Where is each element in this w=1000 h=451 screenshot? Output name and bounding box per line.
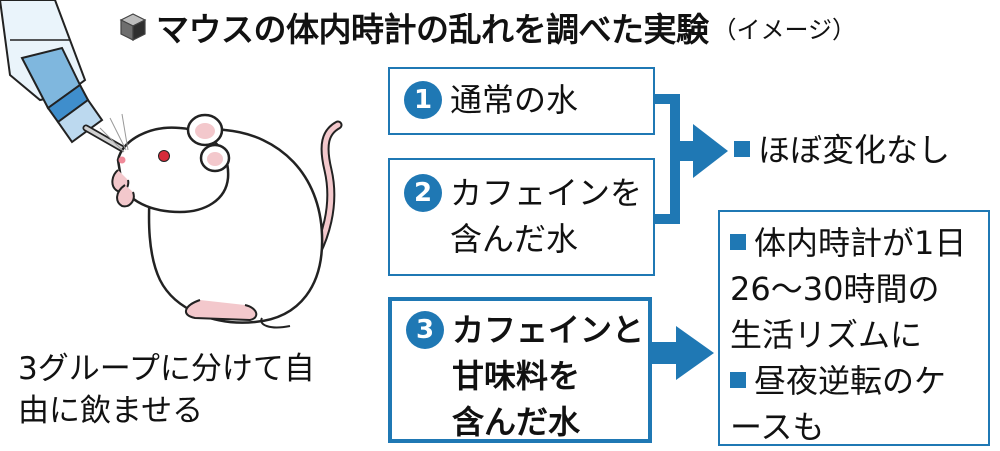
caption-line: 由に飲ませる xyxy=(18,393,204,429)
bullet-square-icon xyxy=(730,234,746,250)
title-main: マウスの体内時計の乱れを調べた実験 xyxy=(156,10,709,49)
result-3-item-2: 昼夜逆転のケ ースも xyxy=(730,362,947,446)
diagram-title: マウスの体内時計の乱れを調べた実験 （イメージ） xyxy=(118,4,856,50)
caption: 3グループに分けて自 由に飲ませる xyxy=(18,348,373,432)
group-1-box: 1 通常の水 xyxy=(388,67,655,135)
arrow-right-icon xyxy=(693,124,728,178)
group-2-number: 2 xyxy=(404,174,442,212)
group-1-number: 1 xyxy=(404,81,442,119)
result-3-item-1: 体内時計が1日 26〜30時間の 生活リズムに xyxy=(730,224,967,354)
group-3-box: 3 カフェインと 甘味料を 含んだ水 xyxy=(388,297,652,443)
title-sub: （イメージ） xyxy=(712,15,857,44)
result-no-change: ほぼ変化なし xyxy=(734,127,950,173)
bullet-square-icon xyxy=(730,372,746,388)
cube-icon xyxy=(119,13,147,41)
mouse-illustration xyxy=(0,0,343,329)
group-2-label: カフェインを 含んだ水 xyxy=(450,174,643,258)
arrow-right-icon xyxy=(676,326,714,380)
water-bottle xyxy=(0,0,132,156)
group-1-label: 通常の水 xyxy=(450,81,579,119)
group-2-box: 2 カフェインを 含んだ水 xyxy=(388,158,655,276)
bullet-square-icon xyxy=(734,141,750,157)
caption-line: 3グループに分けて自 xyxy=(18,351,315,387)
group-3-number: 3 xyxy=(406,311,444,349)
result-3-box: 体内時計が1日 26〜30時間の 生活リズムに 昼夜逆転のケ ースも xyxy=(718,210,990,446)
group-3-label: カフェインと 甘味料を 含んだ水 xyxy=(452,311,645,441)
